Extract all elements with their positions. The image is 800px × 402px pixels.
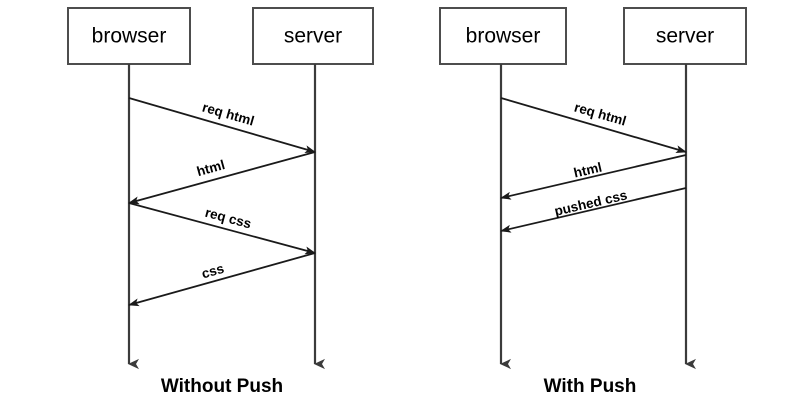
message-arrow-html bbox=[500, 154, 687, 200]
participant-box-server bbox=[252, 7, 374, 65]
message-arrow-req-html bbox=[500, 97, 687, 154]
message-label-html: html bbox=[572, 160, 603, 181]
participant-label-browser: browser bbox=[92, 25, 167, 48]
participant-label-server: server bbox=[284, 25, 342, 48]
participant-with-push-server: server bbox=[623, 7, 747, 370]
message-with-push-req-html: req html bbox=[500, 97, 687, 154]
message-without-push-req-html: req html bbox=[128, 97, 316, 154]
panel-without-push: browser server req html html req css cssWitho… bbox=[67, 7, 374, 397]
message-without-push-css: css bbox=[128, 252, 316, 307]
message-arrow-req-html bbox=[128, 97, 316, 154]
participant-box-browser bbox=[439, 7, 567, 65]
participant-with-push-browser: browser bbox=[439, 7, 567, 370]
panels-group: browser server req html html req css cssWitho… bbox=[67, 7, 747, 397]
message-label-req-css: req css bbox=[203, 205, 253, 232]
message-without-push-req-css: req css bbox=[128, 202, 316, 255]
participant-label-server: server bbox=[656, 25, 714, 48]
participant-without-push-server: server bbox=[252, 7, 374, 370]
panel-caption-with-push: With Push bbox=[544, 376, 637, 397]
panel-with-push: browser server req html html pushed cssWith … bbox=[439, 7, 747, 397]
message-arrow-req-css bbox=[128, 202, 316, 255]
message-arrow-css bbox=[128, 252, 316, 307]
message-label-pushed-css: pushed css bbox=[553, 187, 629, 218]
message-label-html: html bbox=[195, 157, 226, 179]
message-arrow-pushed-css bbox=[500, 187, 687, 233]
message-label-req-html: req html bbox=[201, 100, 256, 129]
participant-box-browser bbox=[67, 7, 191, 65]
message-with-push-html: html bbox=[500, 154, 687, 200]
message-with-push-pushed-css: pushed css bbox=[500, 187, 687, 233]
message-label-css: css bbox=[200, 261, 226, 281]
message-label-req-html: req html bbox=[573, 100, 628, 129]
participant-without-push-browser: browser bbox=[67, 7, 191, 370]
panel-caption-without-push: Without Push bbox=[161, 376, 283, 397]
message-without-push-html: html bbox=[128, 151, 316, 205]
participant-label-browser: browser bbox=[466, 25, 541, 48]
message-arrow-html bbox=[128, 151, 316, 205]
